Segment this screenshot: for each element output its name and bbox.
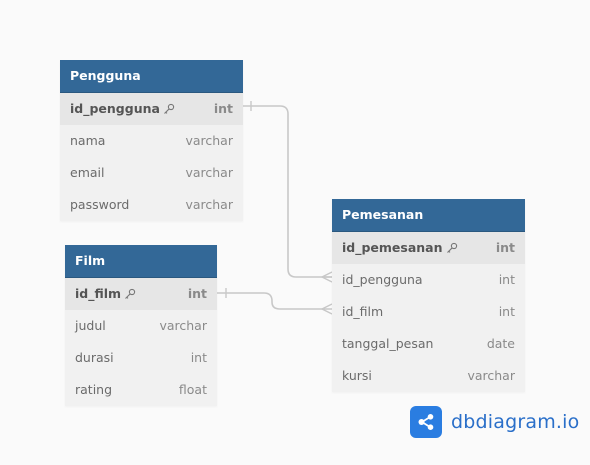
field-row[interactable]: id_pengguna int — [332, 264, 525, 296]
field-name: id_pengguna — [70, 101, 160, 116]
field-row[interactable]: password varchar — [60, 189, 243, 221]
field-type: int — [213, 101, 233, 116]
field-name: id_pemesanan — [342, 240, 443, 255]
field-type: varchar — [185, 165, 233, 180]
field-type: int — [495, 240, 515, 255]
key-icon — [125, 288, 136, 299]
field-name: rating — [75, 382, 113, 397]
field-name: judul — [75, 318, 106, 333]
field-row[interactable]: id_pemesanan int — [332, 232, 525, 264]
table-pemesanan[interactable]: Pemesanan id_pemesanan int id_pengguna i… — [332, 199, 525, 392]
field-type: varchar — [185, 197, 233, 212]
table-header[interactable]: Film — [65, 245, 217, 278]
field-name: durasi — [75, 350, 114, 365]
many-marker-pemesanan-film — [320, 303, 333, 315]
field-row[interactable]: id_film int — [332, 296, 525, 328]
field-type: varchar — [467, 368, 515, 383]
field-name: id_film — [342, 304, 384, 319]
field-row[interactable]: id_pengguna int — [60, 93, 243, 125]
relation-pengguna-pemesanan — [243, 105, 332, 278]
field-type: date — [486, 336, 515, 351]
many-marker-pemesanan-pengguna — [320, 271, 333, 283]
table-film[interactable]: Film id_film int judul varchar durasi in… — [65, 245, 217, 406]
field-type: int — [187, 286, 207, 301]
key-icon — [446, 242, 457, 253]
brand-text: dbdiagram.io — [451, 411, 580, 433]
table-header[interactable]: Pemesanan — [332, 199, 525, 232]
field-type: varchar — [185, 133, 233, 148]
field-row[interactable]: tanggal_pesan date — [332, 328, 525, 360]
field-name: tanggal_pesan — [342, 336, 434, 351]
field-row[interactable]: kursi varchar — [332, 360, 525, 392]
field-name: nama — [70, 133, 106, 148]
field-row[interactable]: nama varchar — [60, 125, 243, 157]
table-pengguna[interactable]: Pengguna id_pengguna int nama varchar em… — [60, 60, 243, 221]
field-row[interactable]: judul varchar — [65, 310, 217, 342]
share-icon — [410, 406, 442, 438]
field-name: id_pengguna — [342, 272, 423, 287]
field-type: float — [178, 382, 207, 397]
field-type: int — [190, 350, 207, 365]
field-type: varchar — [159, 318, 207, 333]
table-header[interactable]: Pengguna — [60, 60, 243, 93]
field-type: int — [498, 272, 515, 287]
field-row[interactable]: rating float — [65, 374, 217, 406]
relation-film-pemesanan — [217, 292, 332, 310]
field-row[interactable]: email varchar — [60, 157, 243, 189]
field-name: email — [70, 165, 105, 180]
field-type: int — [498, 304, 515, 319]
brand-watermark[interactable]: dbdiagram.io — [410, 406, 579, 438]
field-name: kursi — [342, 368, 372, 383]
field-name: password — [70, 197, 130, 212]
key-icon — [164, 103, 175, 114]
field-row[interactable]: id_film int — [65, 278, 217, 310]
field-name: id_film — [75, 286, 122, 301]
field-row[interactable]: durasi int — [65, 342, 217, 374]
